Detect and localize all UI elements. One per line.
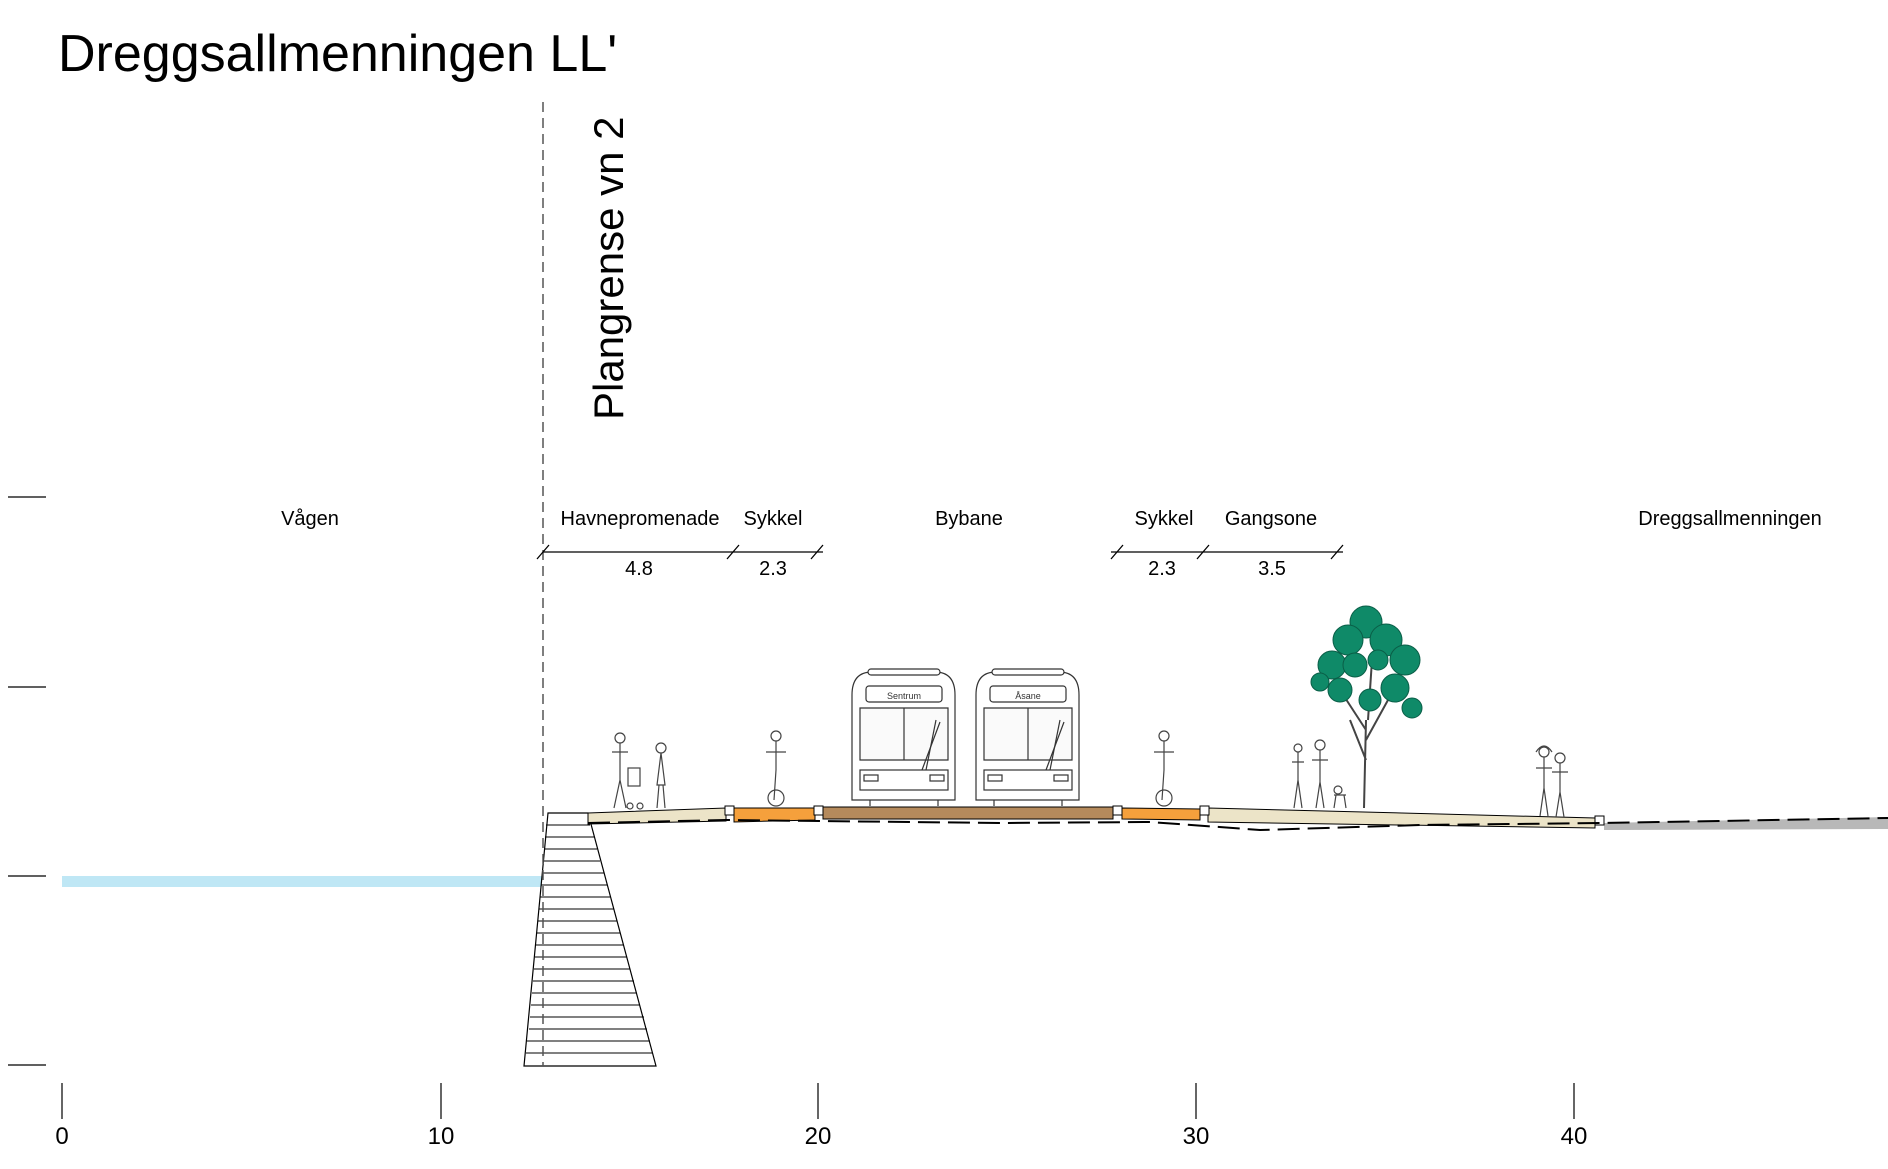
quay-wall: [523, 812, 657, 1067]
tram-sentrum: Sentrum: [851, 668, 956, 806]
scale-tick-label-0: 0: [55, 1123, 69, 1150]
cyclist-left: [766, 730, 786, 807]
pedestrians-gangsone: [1292, 739, 1347, 809]
dimension-gangsone: 3.5: [1258, 558, 1286, 580]
zone-label-havnepromenade: Havnepromenade: [560, 508, 720, 530]
pedestrians-right: [1535, 745, 1568, 818]
zone-label-dreggsallmenningen: Dreggsallmenningen: [1638, 508, 1822, 530]
tram-track-bed: [822, 806, 1114, 820]
tram-destination-asane: Åsane: [1015, 691, 1041, 701]
scale-tick-label-20: 20: [804, 1123, 832, 1150]
dimension-havnepromenade: 4.8: [625, 558, 653, 580]
level-marks: [8, 496, 46, 1066]
gangsone-surface: [1207, 807, 1596, 829]
scale-tick-label-10: 10: [427, 1123, 455, 1150]
cyclist-right: [1154, 730, 1174, 807]
water-surface: [62, 876, 542, 887]
pedestrians-promenade: [612, 732, 667, 810]
dimension-sykkel-right: 2.3: [1148, 558, 1176, 580]
scale-bar: [61, 1083, 1575, 1119]
drawing-title: Dreggsallmenningen LL': [58, 25, 618, 83]
paving-right: [1604, 817, 1888, 830]
tram-asane: Åsane: [975, 668, 1080, 806]
zone-label-gangsone: Gangsone: [1224, 508, 1318, 530]
tree: [1310, 605, 1423, 809]
scale-tick-label-30: 30: [1182, 1123, 1210, 1150]
zone-label-bybane: Bybane: [935, 508, 1003, 530]
scale-tick-label-40: 40: [1560, 1123, 1588, 1150]
zone-label-sykkel-right: Sykkel: [1134, 508, 1194, 530]
tram-destination-sentrum: Sentrum: [887, 691, 921, 701]
zone-label-vagen: Vågen: [281, 508, 339, 530]
bike-lane-right: [1121, 807, 1201, 821]
dimension-sykkel-left: 2.3: [759, 558, 787, 580]
street-surfaces: [587, 805, 1888, 832]
dimension-chain: [536, 544, 1344, 560]
zone-label-sykkel-left: Sykkel: [743, 508, 803, 530]
